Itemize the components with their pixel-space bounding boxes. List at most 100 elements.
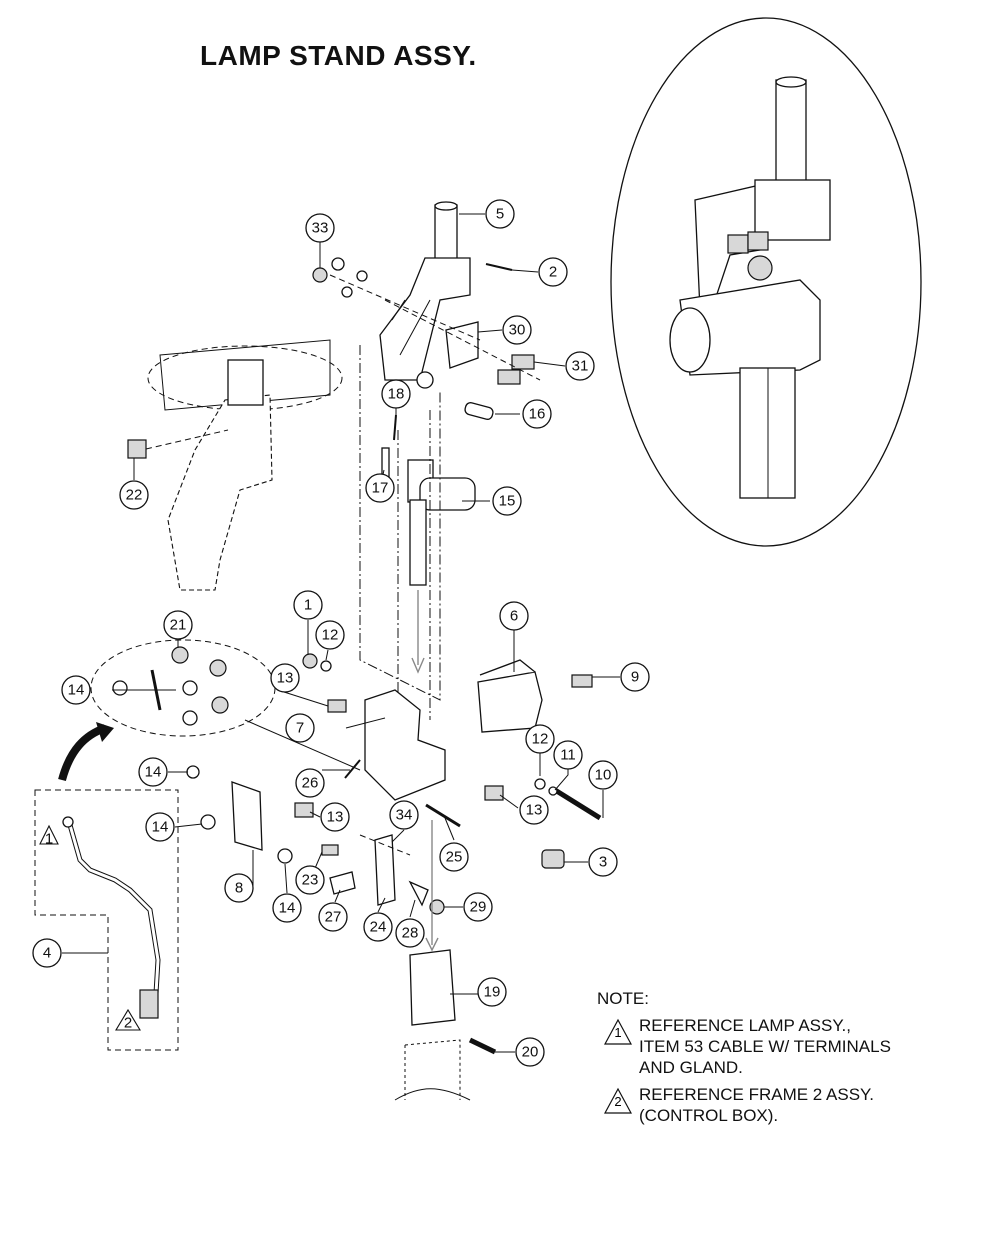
cable-marker-1-text: 1 [45, 831, 53, 848]
callout-2: 2 [538, 257, 568, 287]
callout-17: 17 [365, 473, 395, 503]
callout-13a: 13 [270, 663, 300, 693]
callout-label: 34 [396, 807, 413, 824]
callout-16: 16 [522, 399, 552, 429]
callouts: 1 2 3 4 5 6 7 8 9 10 11 12 12 13 13 13 1… [32, 199, 650, 1067]
note-2-line-2: (CONTROL BOX). [639, 1106, 779, 1125]
note-marker-1: 1 [614, 1025, 621, 1040]
leader-lines [62, 213, 620, 1053]
callout-30: 30 [502, 315, 532, 345]
cable-marker-2: 2 [115, 1008, 141, 1032]
note-1-line-3: AND GLAND. [639, 1058, 743, 1077]
callout-33: 33 [305, 213, 335, 243]
callout-label: 19 [484, 984, 501, 1001]
note-marker-2: 2 [614, 1094, 621, 1109]
callout-label: 13 [327, 809, 344, 826]
callout-11: 11 [553, 740, 583, 770]
callout-12b: 12 [525, 724, 555, 754]
callout-label: 12 [532, 731, 549, 748]
callout-28: 28 [395, 918, 425, 948]
callout-29: 29 [463, 892, 493, 922]
callout-14b: 14 [138, 757, 168, 787]
callout-label: 6 [510, 608, 518, 625]
callout-19: 19 [477, 977, 507, 1007]
callout-label: 17 [372, 480, 389, 497]
callout-label: 3 [599, 854, 607, 871]
callout-label: 24 [370, 919, 387, 936]
warning-triangle-icon: 1 [603, 1018, 633, 1045]
callout-13c: 13 [519, 795, 549, 825]
callout-label: 2 [549, 264, 557, 281]
callout-label: 4 [43, 945, 51, 962]
callout-label: 33 [312, 220, 329, 237]
callout-14d: 14 [272, 893, 302, 923]
callout-label: 13 [526, 802, 543, 819]
callout-23: 23 [295, 865, 325, 895]
callout-12a: 12 [315, 620, 345, 650]
callout-label: 14 [145, 764, 162, 781]
note-1-line-2: ITEM 53 CABLE W/ TERMINALS [639, 1037, 891, 1056]
callout-10: 10 [588, 760, 618, 790]
callout-label: 7 [296, 720, 304, 737]
callout-label: 20 [522, 1044, 539, 1061]
callout-3: 3 [588, 847, 618, 877]
callout-18: 18 [381, 379, 411, 409]
callout-label: 28 [402, 925, 419, 942]
page-title: LAMP STAND ASSY. [200, 40, 477, 71]
callout-5: 5 [485, 199, 515, 229]
callout-label: 10 [595, 767, 612, 784]
note-item-2: 2 REFERENCE FRAME 2 ASSY. (CONTROL BOX). [597, 1084, 891, 1126]
callout-14c: 14 [145, 812, 175, 842]
lamp-stand-parts [34, 201, 602, 1101]
callout-label: 18 [388, 386, 405, 403]
notes-heading: NOTE: [597, 989, 649, 1008]
note-2-line-1: REFERENCE FRAME 2 ASSY. [639, 1085, 874, 1104]
callout-label: 22 [126, 487, 143, 504]
callout-15: 15 [492, 486, 522, 516]
cable-warning-markers: 1 2 [39, 824, 141, 1032]
callout-21: 21 [163, 610, 193, 640]
callout-26: 26 [295, 768, 325, 798]
callout-9: 9 [620, 662, 650, 692]
callout-label: 12 [322, 627, 339, 644]
callout-label: 25 [446, 849, 463, 866]
callout-label: 31 [572, 358, 589, 375]
warning-triangle-icon: 2 [603, 1087, 633, 1114]
callout-label: 14 [68, 682, 85, 699]
callout-label: 13 [277, 670, 294, 687]
callout-label: 15 [499, 493, 516, 510]
callout-label: 8 [235, 880, 243, 897]
callout-6: 6 [499, 601, 529, 631]
callout-label: 1 [304, 597, 312, 614]
note-item-1: 1 REFERENCE LAMP ASSY., ITEM 53 CABLE W/… [597, 1015, 891, 1078]
callout-label: 21 [170, 617, 187, 634]
callout-label: 14 [279, 900, 296, 917]
callout-label: 29 [470, 899, 487, 916]
cable-marker-1: 1 [39, 824, 59, 848]
callout-label: 9 [631, 669, 639, 686]
callout-34: 34 [389, 800, 419, 830]
callout-13b: 13 [320, 802, 350, 832]
callout-24: 24 [363, 912, 393, 942]
callout-31: 31 [565, 351, 595, 381]
callout-22: 22 [119, 480, 149, 510]
callout-label: 5 [496, 206, 504, 223]
detail-view [610, 17, 922, 547]
note-1-line-1: REFERENCE LAMP ASSY., [639, 1016, 851, 1035]
callout-label: 16 [529, 406, 546, 423]
notes-section: NOTE: 1 REFERENCE LAMP ASSY., ITEM 53 CA… [597, 988, 891, 1132]
callout-7: 7 [285, 713, 315, 743]
callout-14a: 14 [61, 675, 91, 705]
callout-label: 23 [302, 872, 319, 889]
callout-8: 8 [224, 873, 254, 903]
callout-25: 25 [439, 842, 469, 872]
callout-1a: 1 [293, 590, 323, 620]
callout-label: 14 [152, 819, 169, 836]
cable-marker-2-text: 2 [124, 1015, 132, 1032]
callout-label: 27 [325, 909, 342, 926]
callout-20: 20 [515, 1037, 545, 1067]
callout-4: 4 [32, 938, 62, 968]
callout-label: 11 [560, 747, 576, 764]
callout-27: 27 [318, 902, 348, 932]
